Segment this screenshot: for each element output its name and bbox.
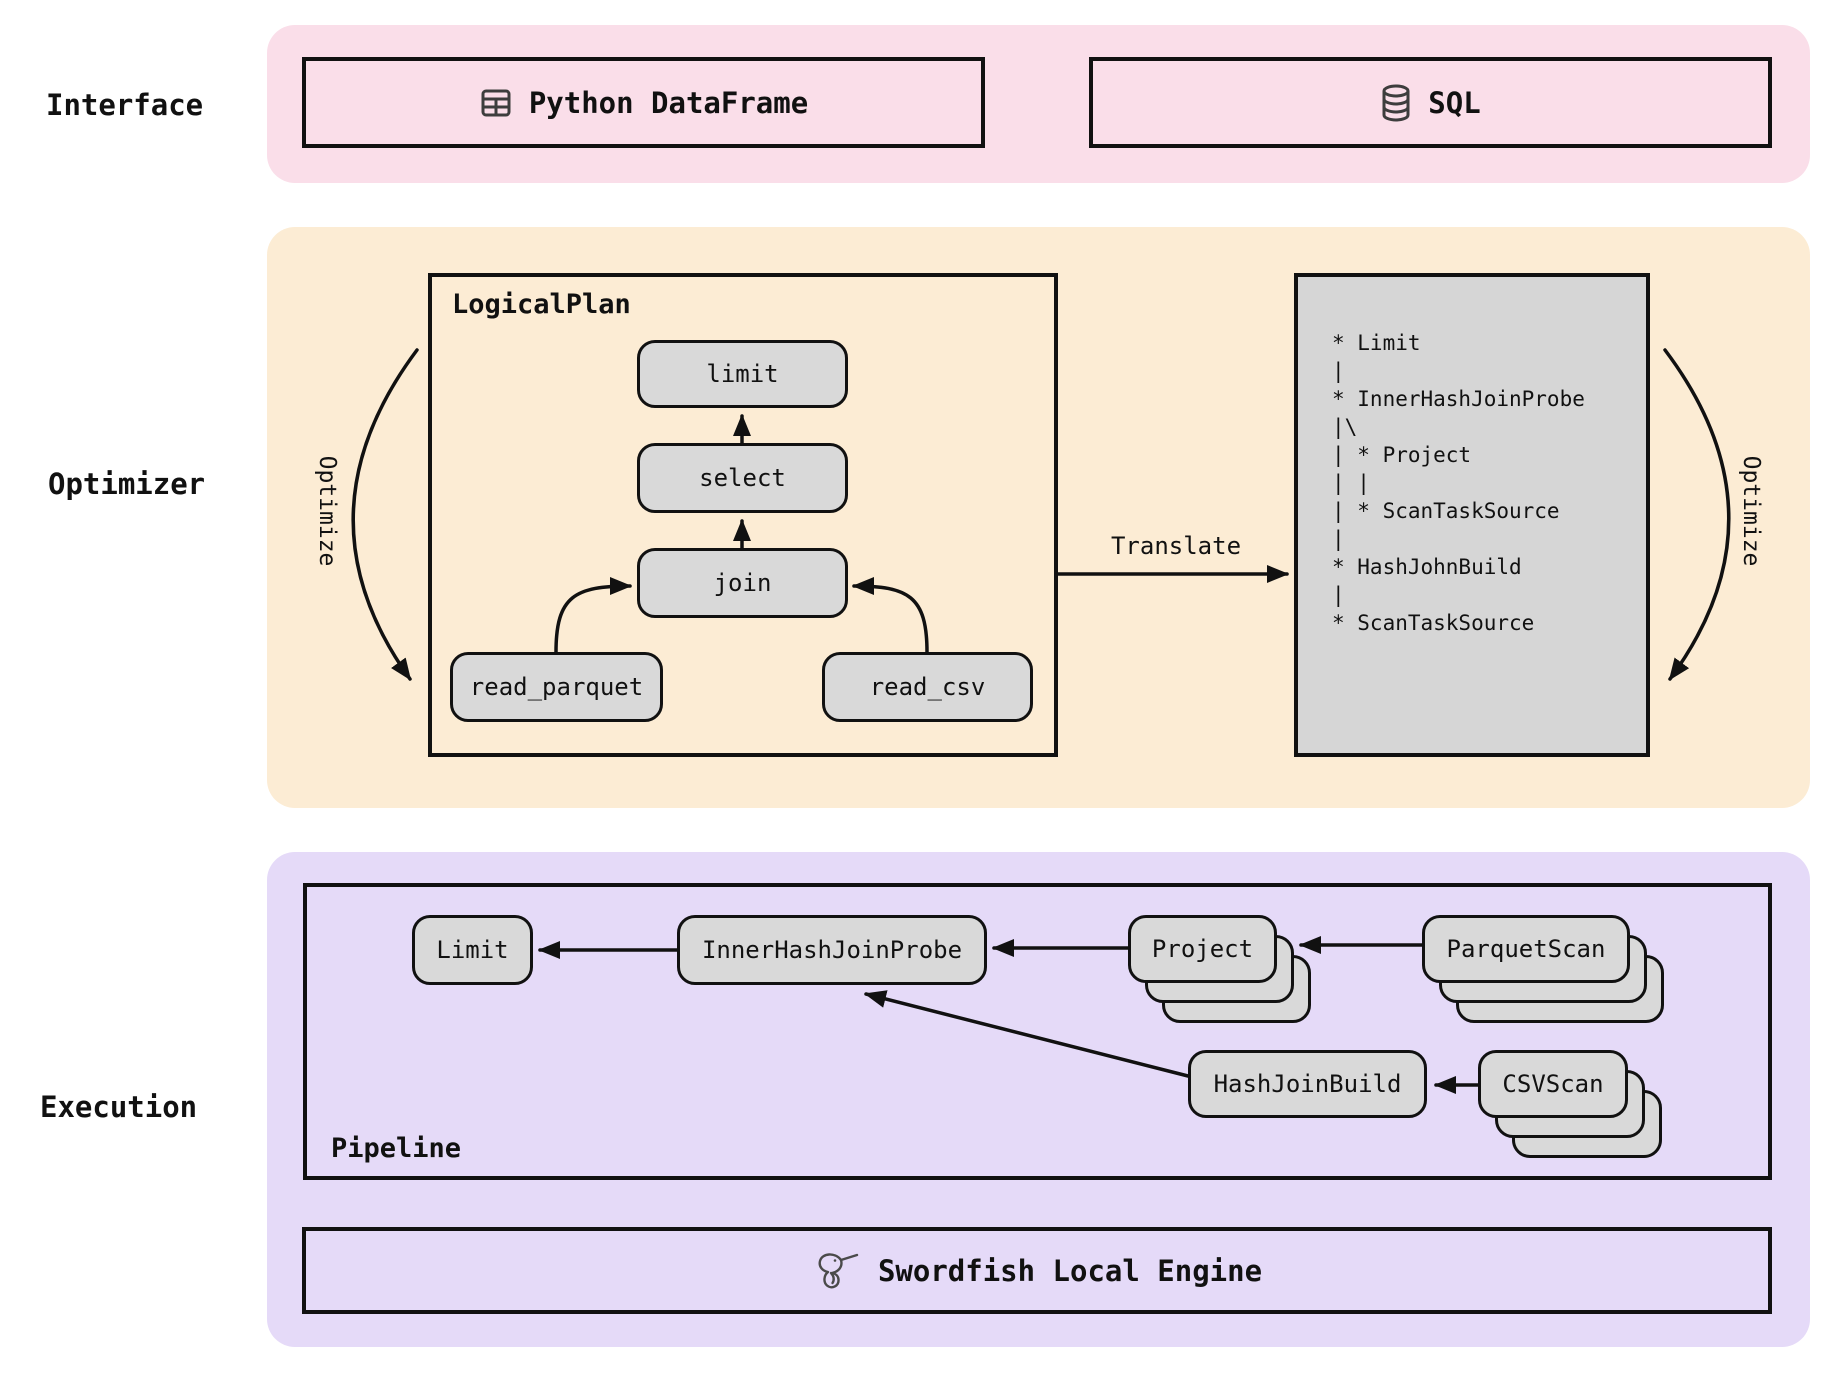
translate-arrow-label: Translate xyxy=(1110,532,1242,560)
pipeline-box: Pipeline xyxy=(303,883,1772,1180)
interface-band xyxy=(267,25,1810,183)
table-icon xyxy=(479,86,513,120)
pipeline-node-parquetscan-stack: ParquetScan xyxy=(1422,915,1664,1023)
logical-node-read-parquet: read_parquet xyxy=(450,652,663,722)
logical-node-limit: limit xyxy=(637,340,848,408)
section-label-execution: Execution xyxy=(40,1090,198,1124)
optimize-left-label: Optimize xyxy=(314,455,340,567)
pipeline-title: Pipeline xyxy=(331,1133,462,1164)
swordfish-engine-label: Swordfish Local Engine xyxy=(877,1253,1263,1288)
pipeline-node-csvscan-stack: CSVScan xyxy=(1478,1050,1662,1158)
logical-plan-box: LogicalPlan xyxy=(428,273,1058,757)
swordfish-engine-box: Swordfish Local Engine xyxy=(302,1227,1772,1314)
logical-plan-title: LogicalPlan xyxy=(452,289,631,320)
pipeline-node-parquetscan: ParquetScan xyxy=(1422,915,1630,983)
logical-node-select: select xyxy=(637,443,848,513)
optimize-right-label: Optimize xyxy=(1738,455,1764,567)
pipeline-node-csvscan: CSVScan xyxy=(1478,1050,1628,1118)
pipeline-node-inner-hash-join-probe: InnerHashJoinProbe xyxy=(677,915,987,985)
sql-box: SQL xyxy=(1089,57,1772,148)
pipeline-node-project-stack: Project xyxy=(1128,915,1311,1023)
pipeline-node-hash-join-build: HashJoinBuild xyxy=(1188,1050,1427,1118)
logical-node-join: join xyxy=(637,548,848,618)
physical-plan-box: * Limit | * InnerHashJoinProbe |\ | * Pr… xyxy=(1294,273,1650,757)
swordfish-icon xyxy=(812,1247,860,1295)
python-dataframe-label: Python DataFrame xyxy=(528,85,809,120)
physical-plan-text: * Limit | * InnerHashJoinProbe |\ | * Pr… xyxy=(1332,331,1585,635)
logical-node-read-csv: read_csv xyxy=(822,652,1033,722)
pipeline-node-limit: Limit xyxy=(412,915,533,985)
section-label-interface: Interface xyxy=(46,88,204,122)
sql-label: SQL xyxy=(1428,85,1481,120)
python-dataframe-box: Python DataFrame xyxy=(302,57,985,148)
database-icon xyxy=(1380,84,1412,122)
section-label-optimizer: Optimizer xyxy=(48,467,206,501)
pipeline-node-project: Project xyxy=(1128,915,1277,983)
